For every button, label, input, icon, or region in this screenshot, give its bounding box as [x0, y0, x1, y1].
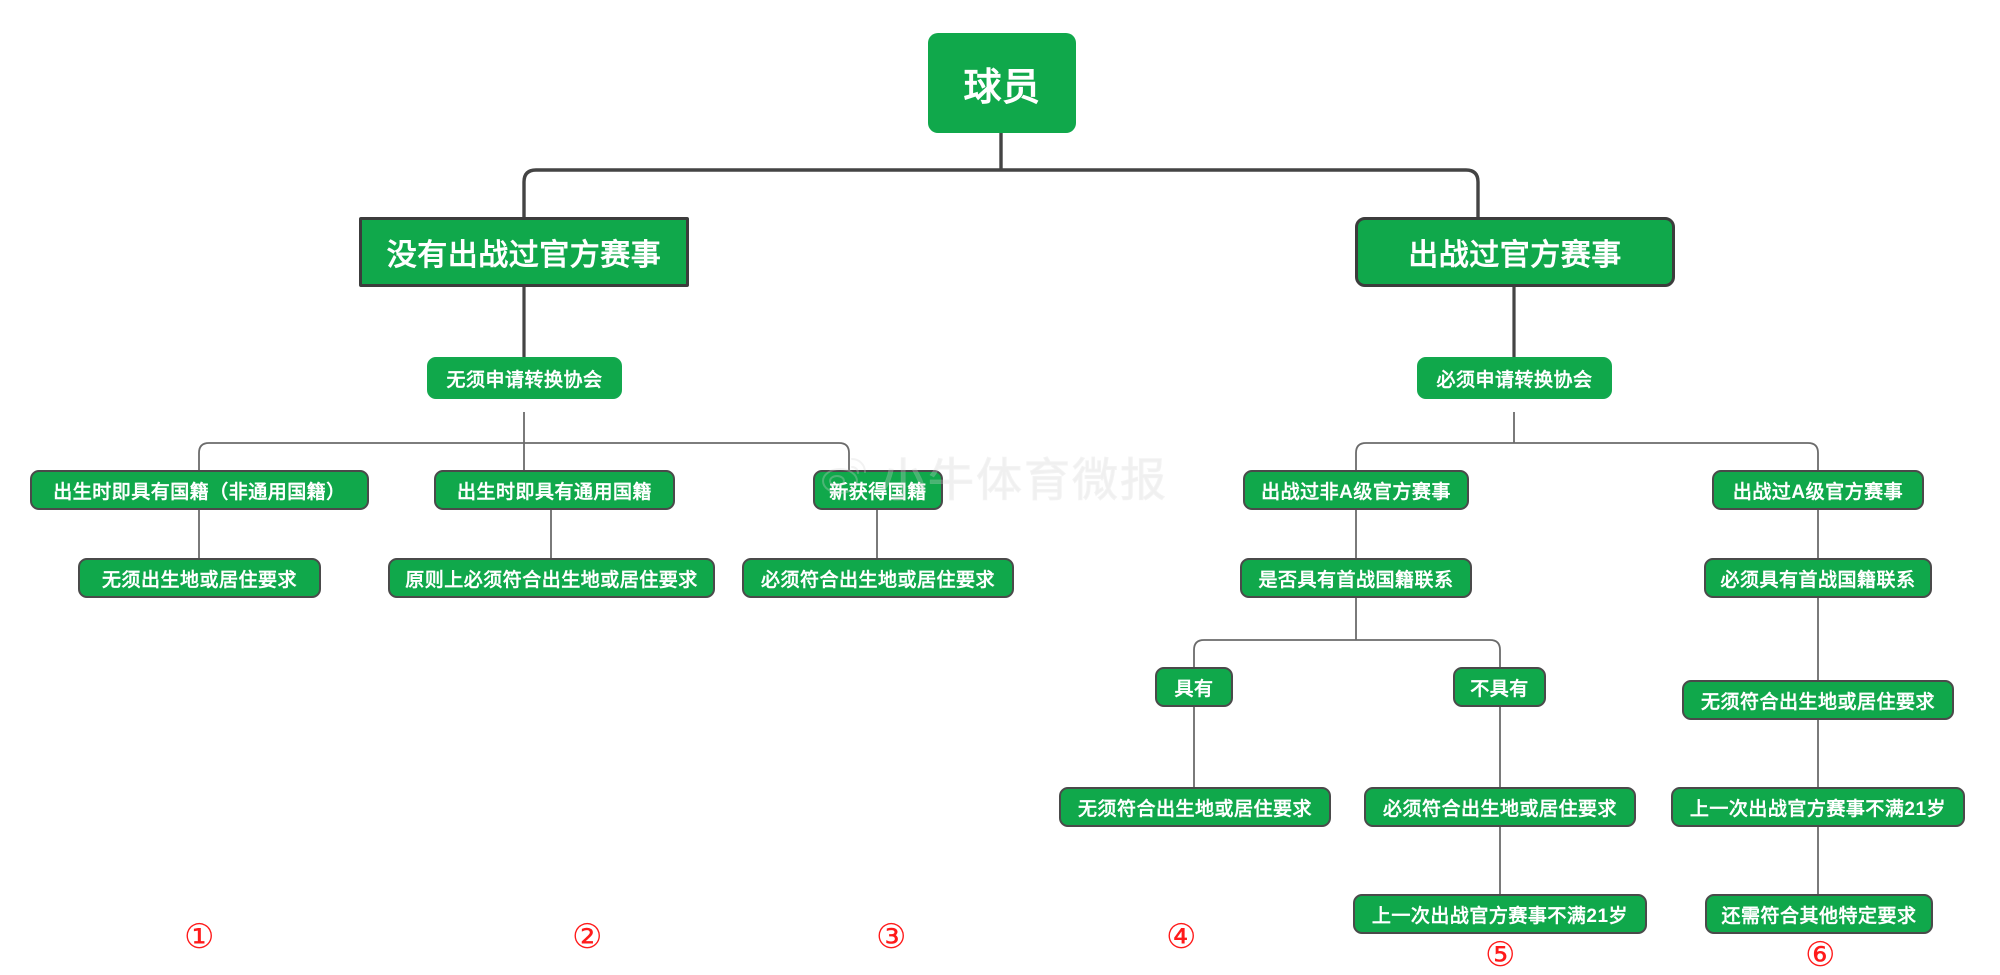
node-left-case2-outcome[interactable]: 原则上必须符合出生地或居住要求 [388, 558, 715, 598]
marker-4-label: ④ [1166, 917, 1197, 957]
marker-3-label: ③ [876, 917, 907, 957]
node-answer-no-link-label: 不具有 [1470, 678, 1529, 700]
marker-2-label: ② [572, 917, 603, 957]
marker-5: ⑤ [1485, 938, 1515, 972]
node-A-outcome-1[interactable]: 无须符合出生地或居住要求 [1682, 680, 1954, 720]
node-left-case1-outcome[interactable]: 无须出生地或居住要求 [78, 558, 321, 598]
node-right-case-A-condition-label: 出战过A级官方赛事 [1732, 481, 1904, 503]
marker-5-label: ⑤ [1485, 935, 1516, 975]
node-first-nationality-question[interactable]: 是否具有首战国籍联系 [1240, 558, 1472, 598]
node-no-link-outcome-2[interactable]: 上一次出战官方赛事不满21岁 [1353, 894, 1647, 934]
node-right-branch[interactable]: 出战过官方赛事 [1355, 217, 1675, 287]
node-root[interactable]: 球员 [928, 33, 1076, 133]
node-left-rule-label: 无须申请转换协会 [446, 369, 603, 391]
node-A-outcome-2[interactable]: 上一次出战官方赛事不满21岁 [1671, 787, 1965, 827]
marker-2: ② [572, 920, 602, 954]
node-A-outcome-2-label: 上一次出战官方赛事不满21岁 [1689, 798, 1947, 820]
marker-1: ① [184, 920, 214, 954]
node-answer-has-link[interactable]: 具有 [1155, 667, 1233, 707]
node-left-branch[interactable]: 没有出战过官方赛事 [359, 217, 689, 287]
node-has-link-outcome-label: 无须符合出生地或居住要求 [1077, 798, 1312, 820]
marker-4: ④ [1166, 920, 1196, 954]
node-left-case2-outcome-label: 原则上必须符合出生地或居住要求 [405, 569, 698, 591]
node-A-outcome-3-label: 还需符合其他特定要求 [1721, 905, 1917, 927]
node-right-rule[interactable]: 必须申请转换协会 [1417, 357, 1612, 399]
node-answer-no-link[interactable]: 不具有 [1453, 667, 1546, 707]
node-root-label: 球员 [963, 66, 1041, 109]
marker-1-label: ① [184, 917, 215, 957]
node-right-case-nonA-condition[interactable]: 出战过非A级官方赛事 [1243, 470, 1469, 510]
node-right-case-nonA-condition-label: 出战过非A级官方赛事 [1261, 481, 1451, 503]
node-right-branch-label: 出战过官方赛事 [1408, 239, 1622, 272]
node-left-case3-condition[interactable]: 新获得国籍 [813, 470, 943, 510]
node-no-link-outcome-2-label: 上一次出战官方赛事不满21岁 [1371, 905, 1629, 927]
node-answer-has-link-label: 具有 [1174, 678, 1214, 700]
node-left-case1-condition-label: 出生时即具有国籍（非通用国籍） [53, 481, 346, 503]
node-left-case1-condition[interactable]: 出生时即具有国籍（非通用国籍） [30, 470, 369, 510]
node-left-rule[interactable]: 无须申请转换协会 [427, 357, 622, 399]
node-A-outcome-3[interactable]: 还需符合其他特定要求 [1705, 894, 1933, 934]
node-first-nationality-question-label: 是否具有首战国籍联系 [1258, 569, 1454, 591]
node-A-outcome-1-label: 无须符合出生地或居住要求 [1700, 691, 1935, 713]
node-left-case3-outcome[interactable]: 必须符合出生地或居住要求 [742, 558, 1014, 598]
node-no-link-outcome-1[interactable]: 必须符合出生地或居住要求 [1364, 787, 1636, 827]
marker-3: ③ [876, 920, 906, 954]
node-left-case3-outcome-label: 必须符合出生地或居住要求 [760, 569, 995, 591]
node-no-link-outcome-1-label: 必须符合出生地或居住要求 [1382, 798, 1617, 820]
weibo-logo-icon [818, 449, 870, 506]
marker-6-label: ⑥ [1805, 935, 1836, 975]
watermark: 小牛体育微报 [818, 447, 1188, 508]
node-right-case-A-condition[interactable]: 出战过A级官方赛事 [1712, 470, 1924, 510]
node-right-rule-label: 必须申请转换协会 [1436, 369, 1593, 391]
node-first-nationality-requirement[interactable]: 必须具有首战国籍联系 [1704, 558, 1932, 598]
node-first-nationality-requirement-label: 必须具有首战国籍联系 [1720, 569, 1916, 591]
watermark-text: 小牛体育微报 [880, 453, 1168, 508]
node-has-link-outcome[interactable]: 无须符合出生地或居住要求 [1059, 787, 1331, 827]
node-left-case2-condition[interactable]: 出生时即具有通用国籍 [434, 470, 675, 510]
node-left-case3-condition-label: 新获得国籍 [829, 481, 927, 503]
node-left-case1-outcome-label: 无须出生地或居住要求 [101, 569, 297, 591]
node-left-branch-label: 没有出战过官方赛事 [386, 239, 662, 272]
marker-6: ⑥ [1805, 938, 1835, 972]
node-left-case2-condition-label: 出生时即具有通用国籍 [456, 481, 652, 503]
